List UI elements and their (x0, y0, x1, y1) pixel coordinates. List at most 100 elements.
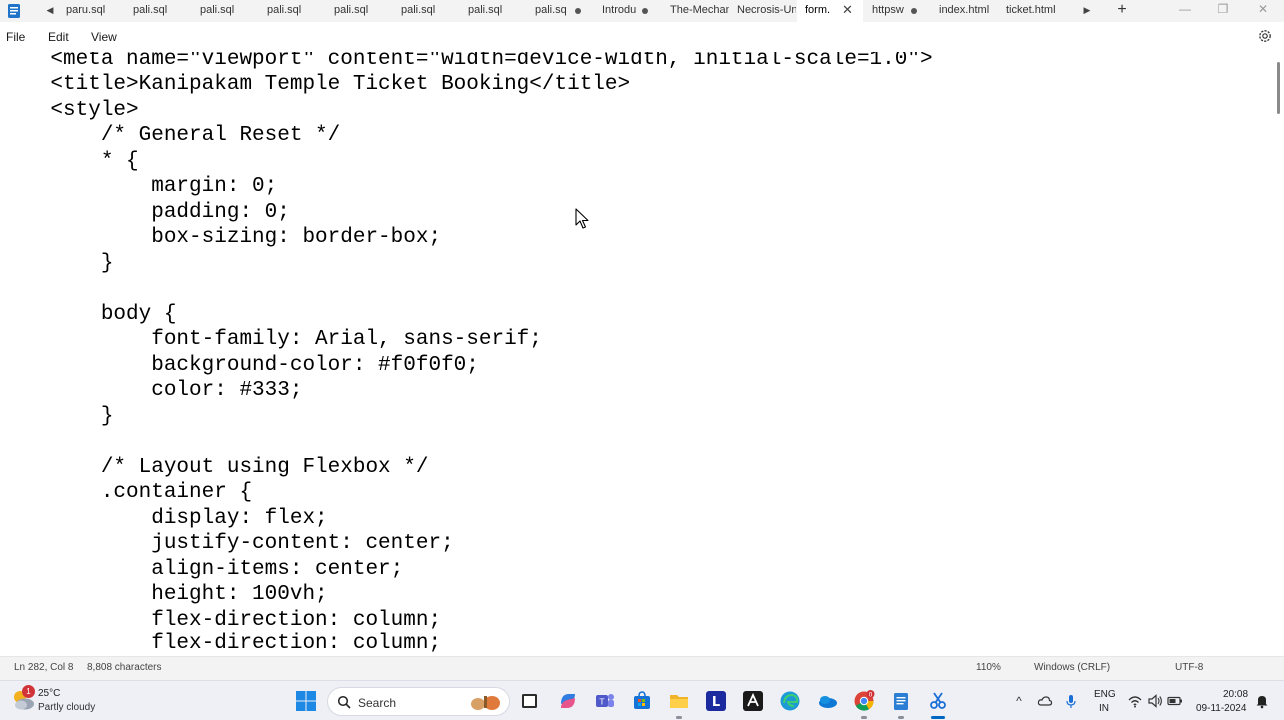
tab[interactable]: pali.sql (259, 0, 325, 22)
menu-view[interactable]: View (91, 30, 117, 44)
snipping-tool-icon[interactable] (927, 690, 949, 712)
tab[interactable]: pali.sql (192, 0, 258, 22)
tab[interactable]: httpsw (864, 0, 930, 22)
tab-active[interactable]: form. ✕ (797, 0, 863, 22)
clock-date[interactable]: 09-11-2024 (1196, 703, 1247, 714)
cursor-position: Ln 282, Col 8 (14, 662, 74, 673)
code-line: height: 100vh; (0, 583, 328, 606)
encoding[interactable]: UTF-8 (1175, 662, 1204, 673)
microsoft-store-icon[interactable] (631, 690, 653, 712)
tab[interactable]: pali.sq (527, 0, 593, 22)
taskbar: 1 25°C Partly cloudy Search (0, 680, 1284, 720)
svg-text:T: T (599, 698, 605, 707)
search-label: Search (358, 696, 397, 710)
code-line: align-items: center; (0, 558, 404, 581)
tab[interactable]: Necrosis-Un (730, 0, 796, 22)
tab[interactable]: pali.sql (326, 0, 392, 22)
copilot-icon[interactable] (557, 690, 579, 712)
code-line: <style> (0, 99, 139, 122)
svg-text:L: L (712, 695, 720, 710)
text-editor[interactable]: <meta name="viewport" content="width=dev… (0, 52, 1272, 656)
onedrive-icon[interactable] (816, 690, 838, 712)
input-language[interactable]: ENG (1094, 689, 1116, 700)
menu-edit[interactable]: Edit (48, 30, 69, 44)
tab-bar: ◀ paru.sql pali.sql pali.sql pali.sql pa… (0, 0, 1284, 22)
cloud-icon[interactable] (1037, 693, 1053, 709)
microphone-icon[interactable] (1063, 693, 1079, 709)
clock-time[interactable]: 20:08 (1223, 689, 1249, 700)
code-line: margin: 0; (0, 175, 278, 198)
close-button[interactable]: ✕ (1257, 2, 1269, 16)
tab[interactable]: ticket.html (998, 0, 1064, 22)
code-line: display: flex; (0, 507, 328, 530)
tab-label: pali.sql (200, 4, 235, 16)
notepad-taskbar-icon[interactable] (890, 690, 912, 712)
weather-notification-badge: 1 (22, 685, 35, 698)
teams-icon[interactable]: T (594, 690, 616, 712)
tab-label: pali.sql (334, 4, 369, 16)
tab-label: The-Mechan (670, 4, 729, 16)
code-line: font-family: Arial, sans-serif; (0, 328, 542, 351)
weather-condition[interactable]: Partly cloudy (38, 702, 96, 713)
tab[interactable]: pali.sql (125, 0, 191, 22)
weather-temperature[interactable]: 25°C (38, 688, 61, 699)
tab-label: Introdu (602, 4, 637, 16)
tab[interactable]: pali.sql (393, 0, 459, 22)
file-explorer-icon[interactable] (668, 690, 690, 712)
tab-label: ticket.html (1006, 4, 1056, 16)
search-icon (337, 695, 351, 709)
code-line: <title>Kanipakam Temple Ticket Booking</… (0, 73, 631, 96)
unsaved-dot-icon (911, 8, 917, 14)
tab-label: pali.sql (468, 4, 503, 16)
chrome-browser-icon[interactable]: 0 (853, 690, 875, 712)
partly-cloudy-icon[interactable] (10, 687, 36, 713)
tab[interactable]: The-Mechan (661, 0, 729, 22)
unsaved-dot-icon (575, 8, 581, 14)
tab[interactable]: paru.sql (58, 0, 124, 22)
tab-label: pali.sql (401, 4, 436, 16)
tab-label: pali.sq (535, 4, 567, 16)
code-line: .container { (0, 481, 253, 504)
tab-label: form. (805, 4, 831, 16)
vertical-scrollbar[interactable] (1274, 52, 1284, 656)
code-line: /* General Reset */ (0, 124, 341, 147)
new-tab-button[interactable]: + (1117, 1, 1127, 18)
l-app-icon[interactable]: L (705, 690, 727, 712)
volume-icon[interactable] (1147, 693, 1163, 709)
code-line: padding: 0; (0, 201, 290, 224)
edge-browser-icon[interactable] (779, 690, 801, 712)
notification-bell-icon[interactable] (1254, 693, 1270, 709)
tab-scroll-right-icon[interactable]: ▶ (1083, 5, 1091, 15)
code-line: background-color: #f0f0f0; (0, 354, 479, 377)
scrollbar-thumb[interactable] (1277, 62, 1280, 114)
tab-scroll-left-icon[interactable]: ◀ (46, 5, 54, 15)
code-line: flex-direction: column; (0, 632, 442, 655)
notepad-app-icon (8, 4, 20, 18)
gear-icon[interactable] (1257, 28, 1273, 44)
windows-start-icon[interactable] (295, 690, 317, 712)
minimize-button[interactable]: — (1179, 2, 1191, 16)
battery-icon[interactable] (1167, 693, 1183, 709)
task-view-icon[interactable] (519, 690, 541, 712)
tab[interactable]: index.html (931, 0, 997, 22)
maximize-button[interactable]: ❐ (1217, 2, 1229, 16)
tab[interactable]: Introdu (594, 0, 660, 22)
zoom-level[interactable]: 110% (976, 662, 1001, 673)
mouse-pointer-icon (575, 208, 589, 229)
wifi-icon[interactable] (1127, 693, 1143, 709)
tab-label: index.html (939, 4, 990, 16)
chevron-up-icon[interactable]: ^ (1016, 694, 1022, 708)
input-region[interactable]: IN (1099, 703, 1109, 714)
taskbar-search-box[interactable]: Search (327, 687, 510, 716)
menu-file[interactable]: File (6, 30, 26, 44)
tab[interactable]: pali.sql (460, 0, 526, 22)
adobe-acrobat-icon[interactable] (742, 690, 764, 712)
line-ending[interactable]: Windows (CRLF) (1034, 662, 1111, 673)
running-indicator (898, 716, 904, 719)
search-highlight-art-icon (471, 696, 500, 710)
character-count: 8,808 characters (87, 662, 162, 673)
code-line: /* Layout using Flexbox */ (0, 456, 429, 479)
tab-label: paru.sql (66, 4, 106, 16)
code-line: } (0, 405, 114, 428)
tab-close-icon[interactable]: ✕ (842, 2, 853, 17)
